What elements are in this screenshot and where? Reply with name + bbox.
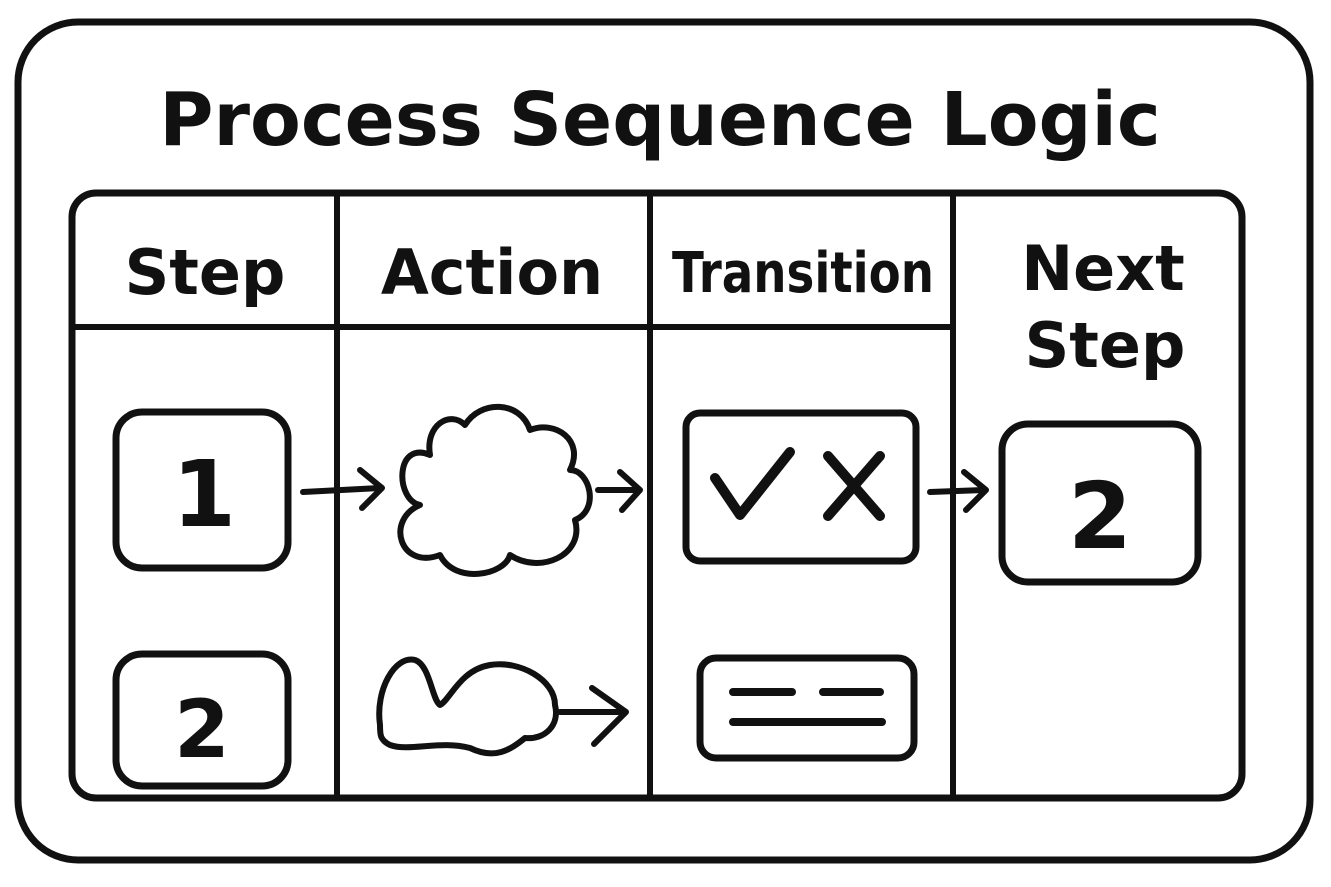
next-step-2-box: 2 bbox=[998, 420, 1202, 586]
header-transition: Transition bbox=[672, 241, 934, 306]
diagram-title: Process Sequence Logic bbox=[159, 77, 1161, 163]
step-2-number: 2 bbox=[174, 683, 230, 776]
arrow-right-icon bbox=[595, 469, 643, 513]
text-lines-icon bbox=[696, 654, 918, 762]
header-action: Action bbox=[381, 236, 603, 309]
header-step: Step bbox=[125, 236, 286, 309]
cross-icon bbox=[823, 451, 885, 521]
check-icon bbox=[710, 447, 795, 520]
arrow-right-icon bbox=[557, 685, 629, 747]
blob-shape-icon bbox=[376, 656, 559, 757]
table-frame bbox=[68, 189, 1246, 802]
header-next-step-line1: Next bbox=[1021, 232, 1185, 305]
header-next-step-line2: Step bbox=[1025, 309, 1186, 382]
outer-frame bbox=[14, 18, 1314, 864]
step-1-number: 1 bbox=[172, 441, 236, 548]
arrow-right-icon bbox=[927, 469, 989, 513]
check-cross-icon bbox=[682, 409, 920, 565]
step-1-box: 1 bbox=[112, 408, 292, 572]
cloud-icon bbox=[397, 403, 593, 577]
next-step-2-number: 2 bbox=[1068, 463, 1132, 570]
step-2-box: 2 bbox=[112, 650, 292, 790]
arrow-right-icon bbox=[300, 467, 385, 511]
